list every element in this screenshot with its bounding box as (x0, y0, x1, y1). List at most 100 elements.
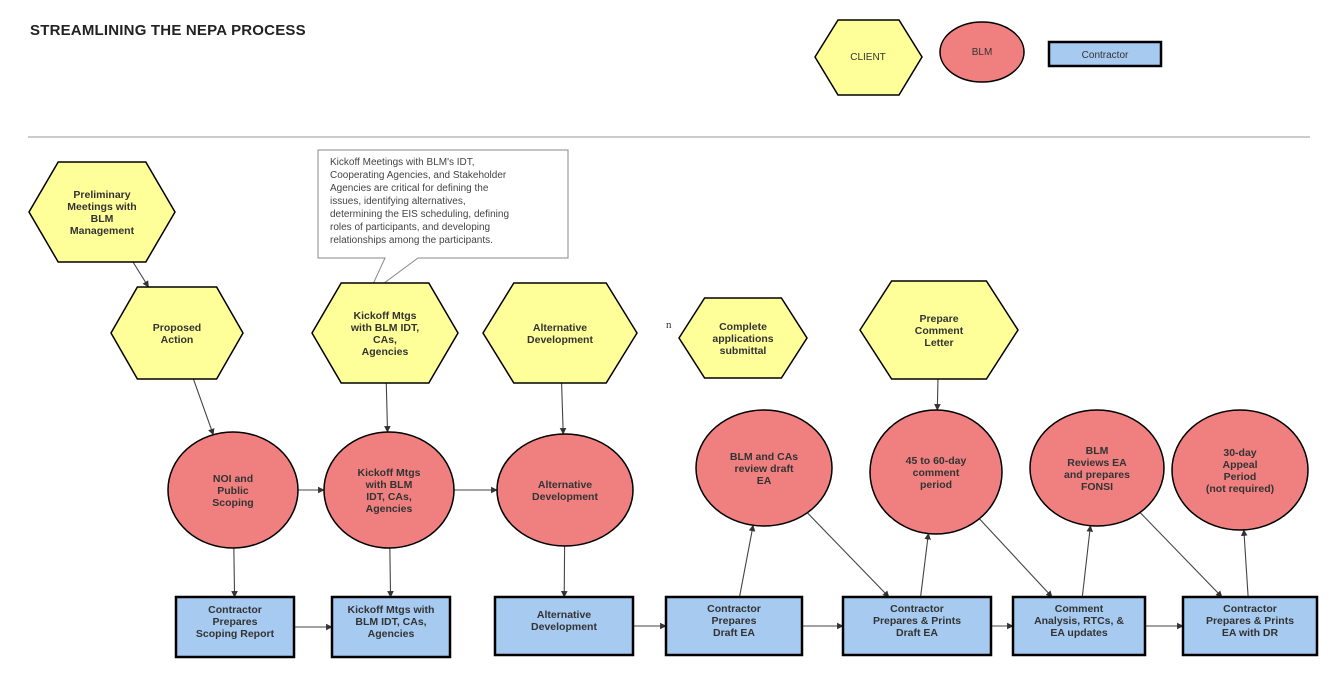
node-label-line: Draft EA (896, 627, 938, 639)
node-label-line: comment (913, 467, 960, 479)
node-label-line: Agencies (368, 628, 415, 640)
node-label-line: Alternative (538, 479, 592, 491)
node-label-line: Prepares & Prints (1206, 615, 1294, 627)
edges-layer (132, 261, 1249, 631)
node-label-line: 45 to 60-day (906, 455, 967, 467)
node-label-line: Draft EA (713, 627, 755, 639)
node-label-line: Agencies (362, 346, 409, 358)
node-label-line: Public (217, 485, 249, 497)
legend-client-hexagon (814, 19, 923, 96)
node-label-line: FONSI (1081, 481, 1113, 493)
ellipse-shape (1029, 409, 1165, 527)
node-label-line: Comment (915, 325, 964, 337)
edge-h-proposed-to-c-noi (192, 378, 215, 436)
edge-r-analysis-to-c-fonsi (1081, 525, 1094, 598)
node-label-line: Meetings with (67, 201, 136, 213)
legend: CLIENT BLM Contractor (814, 19, 1163, 96)
edge-c-noi-to-r-scoping (231, 547, 238, 598)
node-label-line: Alternative (533, 322, 587, 334)
edge-h-altdev-to-c-altdev (559, 382, 567, 435)
page-title: STREAMLINING THE NEPA PROCESS (30, 22, 306, 39)
callout-line: Kickoff Meetings with BLM's IDT, (330, 157, 475, 168)
node-label-line: Agencies (366, 503, 413, 515)
node-label-line: Kickoff Mtgs (354, 310, 417, 322)
legend-contractor-label: Contractor (1082, 50, 1129, 61)
legend-blm-label: BLM (972, 47, 993, 58)
kickoff-callout: Kickoff Meetings with BLM's IDT, Coopera… (317, 149, 569, 296)
node-label-line: Development (527, 334, 593, 346)
node-label-line: BLM and CAs (730, 451, 798, 463)
rectangle-shape (330, 595, 452, 659)
legend-client-label: CLIENT (850, 52, 886, 63)
node-label-line: Complete (719, 321, 767, 333)
rectangle-shape (841, 595, 993, 657)
node-label-line: period (920, 479, 952, 491)
node-label-line: IDT, CAs, (366, 491, 412, 503)
hexagon-shape (678, 297, 808, 379)
hexagon-shape (28, 161, 176, 263)
node-label-line: Contractor (890, 603, 944, 615)
callout-line: roles of participants, and developing (330, 222, 490, 233)
node-label-line: Development (531, 621, 597, 633)
node-label-line: Kickoff Mtgs (358, 467, 421, 479)
node-label-line: EA with DR (1222, 627, 1279, 639)
node-label-line: Contractor (707, 603, 761, 615)
node-label-line: Proposed (153, 322, 201, 334)
node-label-line: Preliminary (73, 189, 130, 201)
callout-text: Kickoff Meetings with BLM's IDT, Coopera… (330, 157, 512, 246)
edge-c-review-to-r-prints (806, 512, 890, 598)
hexagon-shape (311, 282, 459, 384)
edge-c-period-to-r-analysis (978, 518, 1053, 598)
edge-r-draft-to-c-review (738, 524, 756, 598)
callout-line: issues, identifying alternatives, (330, 196, 466, 207)
callout-box (317, 149, 569, 296)
rectangle-shape (664, 595, 804, 657)
node-label-line: Letter (924, 337, 953, 349)
node-label-line: (not required) (1206, 483, 1274, 495)
node-label-line: Contractor (1223, 603, 1277, 615)
ellipse-shape (496, 433, 634, 547)
node-label-line: BLM IDT, CAs, (355, 616, 426, 628)
ellipse-shape (695, 409, 833, 527)
legend-contractor-rect (1047, 40, 1163, 68)
node-label-line: BLM (91, 213, 114, 225)
rectangle-shape (1011, 595, 1147, 657)
node-label-line: Appeal (1222, 459, 1257, 471)
node-label-line: NOI and (213, 473, 253, 485)
hexagon-shape (482, 282, 638, 384)
ellipse-shape (869, 409, 1003, 535)
hexagon-shape (110, 286, 244, 380)
edge-r-final-to-c-appeal (1240, 529, 1249, 598)
node-label-line: Analysis, RTCs, & (1034, 615, 1124, 627)
stray-mark: n (666, 319, 672, 331)
